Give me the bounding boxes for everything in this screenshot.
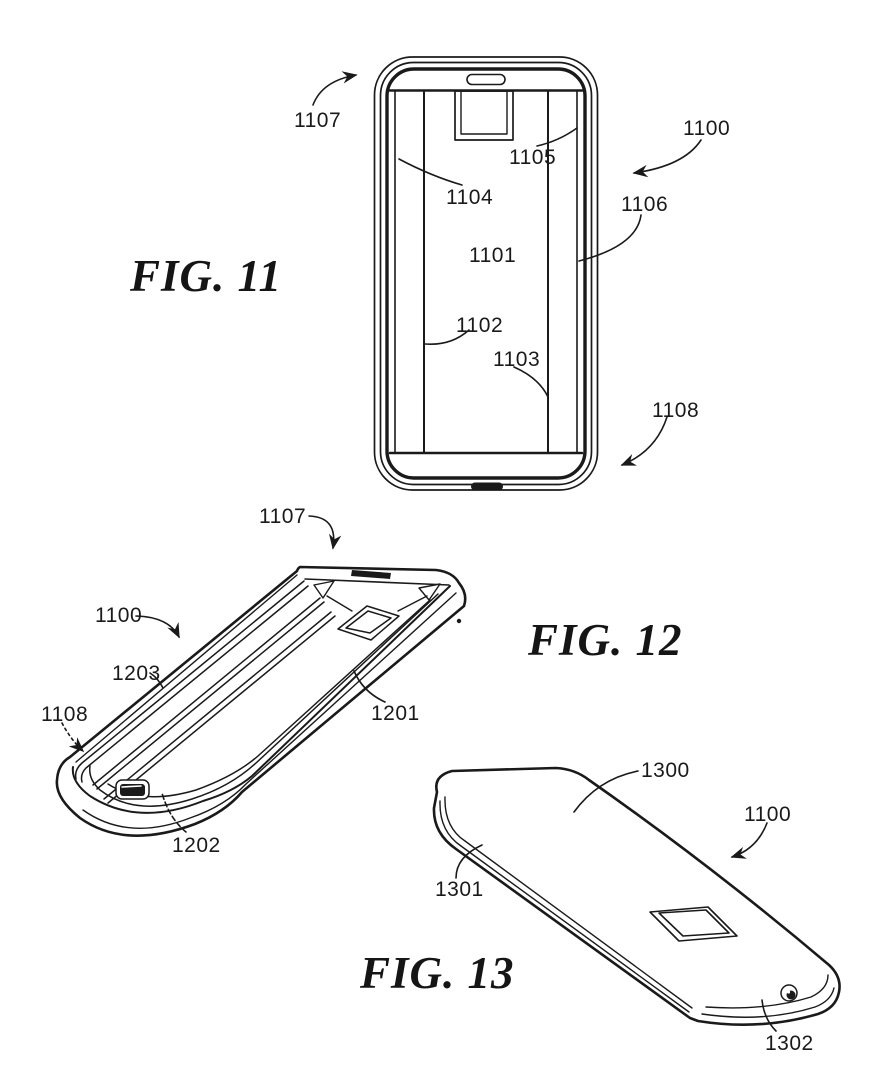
fig11-title: FIG. 11 [130, 251, 283, 301]
scan-dot [456, 618, 462, 624]
leader-1104 [398, 158, 463, 186]
leader-1107 [312, 71, 358, 106]
usb-port [115, 779, 150, 800]
leader-1108 [61, 722, 85, 753]
ref-label-1101: 1101 [469, 244, 517, 267]
leader-1202 [161, 792, 187, 833]
bottom-port-slot [471, 482, 503, 491]
leader-1300 [573, 770, 639, 813]
ref-label-1100: 1100 [744, 803, 792, 826]
ref-label-1300: 1300 [641, 759, 690, 782]
fig13-end-seams [701, 974, 835, 1018]
fig13-drawing [432, 766, 841, 1032]
ref-label-1100: 1100 [683, 117, 731, 140]
ref-label-1202: 1202 [172, 834, 221, 857]
leader-1201 [353, 670, 386, 703]
leader-1100 [730, 822, 768, 859]
ref-label-1301: 1301 [435, 878, 484, 901]
leader-1108 [620, 416, 668, 466]
fig11-drawing [312, 56, 702, 491]
leader-1106 [578, 214, 642, 262]
ref-label-1102: 1102 [456, 314, 504, 337]
headphone-jack [780, 984, 798, 1002]
leader-1107 [308, 515, 342, 550]
ref-label-1106: 1106 [621, 193, 669, 216]
leader-1103 [513, 366, 549, 398]
ref-label-1302: 1302 [765, 1032, 814, 1055]
ref-label-1108: 1108 [41, 703, 89, 726]
fig12-wall-seams [71, 574, 457, 829]
fig13-camera-cutout [649, 906, 738, 942]
fig13-title: FIG. 13 [360, 948, 515, 998]
fig13-silhouette [432, 766, 841, 1026]
fig12-camera-opening [337, 605, 400, 641]
fig11-inner-shell [385, 67, 587, 480]
speaker-slot [466, 73, 506, 86]
fig12-title: FIG. 12 [528, 615, 683, 665]
ref-label-1105: 1105 [509, 146, 557, 169]
leader-1301 [455, 844, 483, 879]
camera-window-inner [460, 90, 508, 135]
fig12-cap-bottom-line [304, 578, 450, 586]
fig13-leaders [455, 770, 777, 1032]
fig12-leaders [61, 515, 386, 833]
fig11-side-rails [394, 90, 578, 453]
fig12-left-wedge [313, 580, 335, 599]
ref-label-1107: 1107 [294, 109, 342, 132]
leader-1100 [632, 139, 702, 178]
leader-1100 [135, 615, 180, 639]
fig12-top-cap [304, 570, 450, 612]
fig11-outer-shell [373, 56, 599, 491]
ref-label-1203: 1203 [112, 662, 161, 685]
ref-label-1104: 1104 [446, 186, 494, 209]
leader-1105 [536, 127, 578, 147]
fig11-leaders [312, 71, 702, 466]
fig12-silhouette [55, 565, 467, 837]
ref-label-1100: 1100 [95, 604, 143, 627]
ref-label-1103: 1103 [493, 348, 541, 371]
fig13-seams [439, 796, 693, 1013]
ref-label-1107: 1107 [259, 505, 307, 528]
fig12-right-wedge [418, 583, 441, 601]
ref-label-1108: 1108 [652, 399, 700, 422]
fig12-drawing [55, 515, 467, 837]
leader-1302 [761, 999, 777, 1032]
fig12-interior-rails [92, 597, 336, 804]
fig12-speaker-slot [351, 570, 391, 579]
leader-1203 [149, 672, 164, 689]
leader-1102 [424, 329, 470, 346]
ref-label-1201: 1201 [371, 702, 420, 725]
